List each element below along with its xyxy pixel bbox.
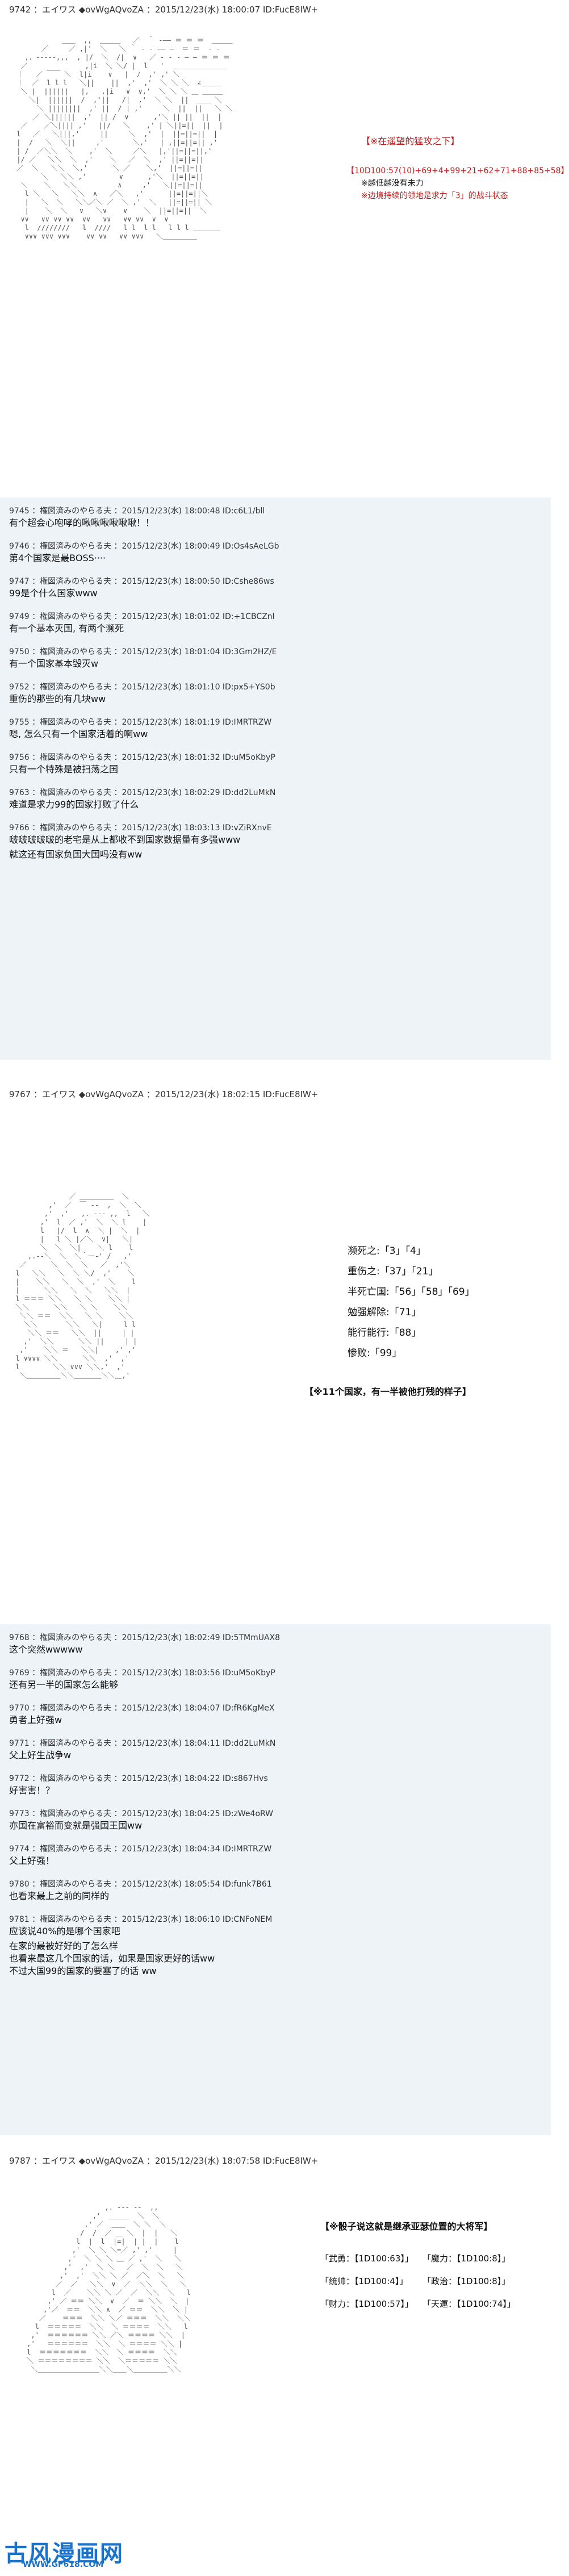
reply-post: 9774 ：権図済みのやらる夫 ：2015/12/23(水) 18:04:34 … [0,1843,551,1867]
general-stat: 「政治：【1D100:8】」 [422,2276,511,2286]
reply-header: 9749 ：権図済みのやらる夫 ：2015/12/23(水) 18:01:02 … [9,612,275,621]
caption-dice-roll: 【10D100:57(10)+69+4+99+21+62+71+88+85+58… [346,166,569,175]
reply-body: 99是个什么国家www [9,588,98,599]
reply-body: 啵啵啵啵啵的老宅是从上都收不到国家数据量有多强www [9,834,241,845]
reply-body: 还有另一半的国家怎么能够 [9,1679,119,1690]
reply-post: 9781 ：権図済みのやらる夫 ：2015/12/23(水) 18:06:10 … [0,1914,551,1938]
reply-section-b: 9768 ：権図済みのやらる夫 ：2015/12/23(水) 18:02:49 … [0,1624,551,2135]
caption-note-1: ※越低越没有未力 [361,179,424,188]
reply-post: 9766 ：権図済みのやらる夫 ：2015/12/23(水) 18:03:13 … [0,822,551,846]
reply-extra-line: 就这还有国家负国大国吗没有ww [9,849,143,860]
post-header: 9787 ：エイワス ◆ovWgAQvoZA ：2015/12/23(水) 18… [9,2156,319,2166]
reply-post: 9763 ：権図済みのやらる夫 ：2015/12/23(水) 18:02:29 … [0,787,551,811]
watermark-url: WWW.GF618.COM [23,2560,104,2569]
reply-body: 有个超会心咆哮的啾啾啾啾啾啾！！ [9,517,155,528]
reply-header: 9747 ：権図済みのやらる夫 ：2015/12/23(水) 18:00:50 … [9,577,274,586]
reply-body: 这个突然wwwww [9,1644,83,1655]
reply-header: 9746 ：権図済みのやらる夫 ：2015/12/23(水) 18:00:49 … [9,542,279,551]
reply-header: 9745 ：権図済みのやらる夫 ：2015/12/23(水) 18:00:48 … [9,507,265,516]
reply-post: 9780 ：権図済みのやらる夫 ：2015/12/23(水) 18:05:54 … [0,1879,551,1902]
reply-header: 9752 ：権図済みのやらる夫 ：2015/12/23(水) 18:01:10 … [9,683,275,692]
reply-post: 9746 ：権図済みのやらる夫 ：2015/12/23(水) 18:00:49 … [0,541,551,564]
reply-section-a: 9745 ：権図済みのやらる夫 ：2015/12/23(水) 18:00:48 … [0,497,551,1060]
post-header: 9742 ：エイワス ◆ovWgAQvoZA ：2015/12/23(水) 18… [9,5,319,15]
ascii-art-warrior: ＿＿ ,, ＿＿＿ ／ ｀ ‐―― ＝ ＝ ＝ ＿＿＿ ／ ／ ,|' ＼ ＼ … [16,36,233,240]
reply-post: 9769 ：権図済みのやらる夫 ：2015/12/23(水) 18:03:56 … [0,1667,551,1691]
damage-stat: 勉强解除:「71」 [348,1307,421,1318]
reply-header: 9780 ：権図済みのやらる夫 ：2015/12/23(水) 18:05:54 … [9,1880,272,1889]
reply-header: 9774 ：権図済みのやらる夫 ：2015/12/23(水) 18:04:34 … [9,1845,272,1854]
general-stat: 「魔力：【1D100:8】」 [422,2253,511,2264]
reply-body: 只有一个特殊是被扫荡之国 [9,764,119,775]
reply-post: 9756 ：権図済みのやらる夫 ：2015/12/23(水) 18:01:32 … [0,752,551,776]
site-watermark: 古风漫画网 WWW.GF618.COM [0,2535,125,2569]
reply-header: 9768 ：権図済みのやらる夫 ：2015/12/23(水) 18:02:49 … [9,1633,281,1642]
reply-post: 9771 ：権図済みのやらる夫 ：2015/12/23(水) 18:04:11 … [0,1738,551,1762]
post-9767: 9767 ：エイワス ◆ovWgAQvoZA ：2015/12/23(水) 18… [0,1079,551,1579]
reply-body: 嗯, 怎么只有一个国家活着的啊ww [9,729,148,739]
general-stat: 「天運：【1D100:74】」 [422,2299,516,2309]
reply-header: 9771 ：権図済みのやらる夫 ：2015/12/23(水) 18:04:11 … [9,1739,276,1748]
ascii-art-general: ,. ‐‐‐ ‐- ,, ,' ＿＿＿ ＼ ＼ ,' ／ ＿＿ ＼ ＼ ＼ / … [27,2203,191,2373]
reply-post: 9755 ：権図済みのやらる夫 ：2015/12/23(水) 18:01:19 … [0,717,551,741]
damage-stat: 重伤之:「37」「21」 [348,1266,438,1277]
reply-post: 9749 ：権図済みのやらる夫 ：2015/12/23(水) 18:01:02 … [0,611,551,635]
reply-extra-line: 在家的最被好好的了怎么样 [9,1941,119,1951]
reply-body: 好害害！？ [9,1785,55,1796]
reply-body: 也看来最上之前的同样的 [9,1891,110,1901]
post-9742: 9742 ：エイワス ◆ovWgAQvoZA ：2015/12/23(水) 18… [0,2,569,326]
post-9787: 9787 ：エイワス ◆ovWgAQvoZA ：2015/12/23(水) 18… [0,2152,551,2573]
reply-extra-line: 不过大国99的国家的要塞了的话 ww [9,1966,157,1976]
reply-post: 9747 ：権図済みのやらる夫 ：2015/12/23(水) 18:00:50 … [0,576,551,600]
reply-post: 9752 ：権図済みのやらる夫 ：2015/12/23(水) 18:01:10 … [0,681,551,705]
reply-post: 9770 ：権図済みのやらる夫 ：2015/12/23(水) 18:04:07 … [0,1703,551,1726]
reply-body: 父上好生战争w [9,1750,72,1760]
caption-general: 【※骰子说这就是继承亚瑟位置的大将军】 [320,2221,493,2232]
reply-body: 重伤的那些的有几块ww [9,693,106,704]
reply-header: 9755 ：権図済みのやらる夫 ：2015/12/23(水) 18:01:19 … [9,718,272,727]
reply-post: 9772 ：権図済みのやらる夫 ：2015/12/23(水) 18:04:22 … [0,1773,551,1797]
reply-body: 难道是求力99的国家打败了什么 [9,799,139,810]
general-stat: 「统帅：【1D100:4】」 [320,2276,408,2286]
reply-post: 9768 ：権図済みのやらる夫 ：2015/12/23(水) 18:02:49 … [0,1632,551,1656]
reply-extra-line: 也看来最这几个国家的话，如果是国家更好的话ww [9,1953,215,1964]
post-header: 9767 ：エイワス ◆ovWgAQvoZA ：2015/12/23(水) 18… [9,1089,319,1099]
reply-post: 9750 ：権図済みのやらる夫 ：2015/12/23(水) 18:01:04 … [0,646,551,670]
damage-stat: 能行能行:「88」 [348,1327,421,1339]
reply-post: 9773 ：権図済みのやらる夫 ：2015/12/23(水) 18:04:25 … [0,1808,551,1832]
reply-header: 9769 ：権図済みのやらる夫 ：2015/12/23(水) 18:03:56 … [9,1668,275,1678]
ascii-art-knight: ／ ＿＿＿＿＿ ＼ ,' ／ ￣ ‐- , ＼ ＼ ,' ,' ,. ‐‐- ,… [15,1193,150,1379]
general-stat: 「财力：【1D100:57】」 [320,2299,413,2309]
damage-stat: 惨败:「99」 [348,1348,402,1359]
reply-header: 9770 ：権図済みのやらる夫 ：2015/12/23(水) 18:04:07 … [9,1704,275,1713]
watermark-title: 古风漫画网 [5,2541,124,2567]
reply-body: 有一个基本灭国, 有两个濒死 [9,623,124,634]
reply-body: 有一个国家基本毁灭w [9,658,99,669]
damage-stat: 半死亡国:「56」「58」「69」 [348,1286,475,1298]
reply-post: 9745 ：権図済みのやらる夫 ：2015/12/23(水) 18:00:48 … [0,505,551,529]
reply-header: 9750 ：権図済みのやらる夫 ：2015/12/23(水) 18:01:04 … [9,647,277,656]
reply-header: 9763 ：権図済みのやらる夫 ：2015/12/23(水) 18:02:29 … [9,788,276,797]
reply-header: 9781 ：権図済みのやらる夫 ：2015/12/23(水) 18:06:10 … [9,1915,273,1924]
reply-header: 9772 ：権図済みのやらる夫 ：2015/12/23(水) 18:04:22 … [9,1774,268,1783]
reply-header: 9756 ：権図済みのやらる夫 ：2015/12/23(水) 18:01:32 … [9,753,275,762]
reply-header: 9766 ：権図済みのやらる夫 ：2015/12/23(水) 18:03:13 … [9,823,272,833]
caption-note-2: ※边境持续的领地是求力「3」的战斗状态 [361,191,508,200]
caption-assault: 【※在遥望的猛攻之下】 [361,136,460,147]
reply-body: 亦国在富裕而变就是强国王国ww [9,1820,143,1831]
reply-body: 第4个国家是最BOSS···· [9,553,106,563]
general-stat: 「武勇：【1D100:63】」 [320,2253,413,2264]
reply-body: 父上好强！ [9,1855,55,1866]
caption-half-destroyed: 【※11个国家，有一半被他打残的样子】 [304,1386,471,1397]
damage-stat: 濒死之:「3」「4」 [348,1245,426,1257]
reply-body: 勇者上好强w [9,1714,62,1725]
reply-body: 应该说40%的是哪个国家吧 [9,1926,120,1937]
reply-header: 9773 ：権図済みのやらる夫 ：2015/12/23(水) 18:04:25 … [9,1809,274,1818]
